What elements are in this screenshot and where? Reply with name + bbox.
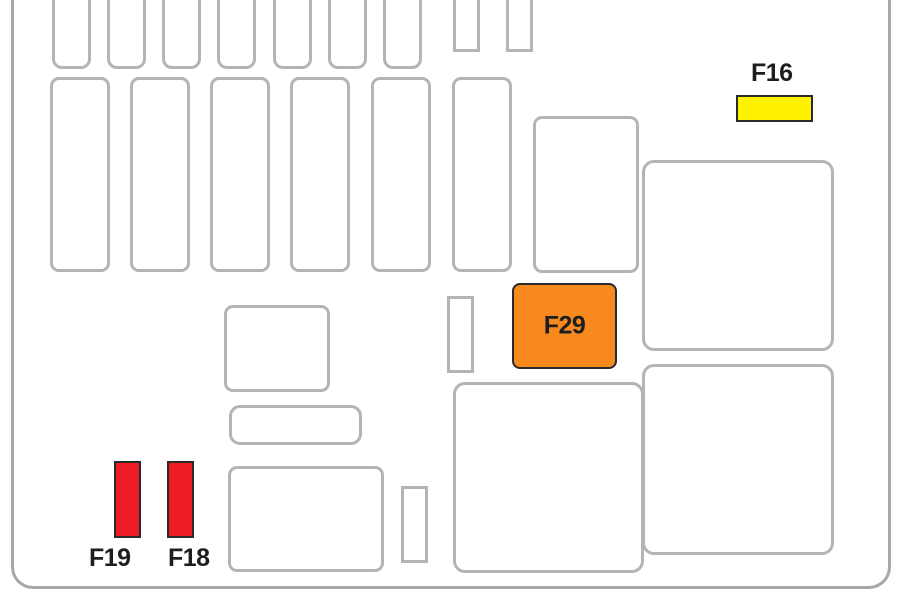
- fuse-f19[interactable]: [114, 461, 141, 538]
- fuse-slot: [383, 0, 422, 69]
- fuse-slot: [229, 405, 362, 445]
- relay-slot: [224, 305, 330, 392]
- relay-slot: [228, 466, 384, 572]
- fuse-slot: [401, 486, 428, 563]
- relay-block: [642, 364, 834, 555]
- fuse-f29-label: F29: [543, 311, 586, 340]
- relay-block: [453, 382, 644, 573]
- fuse-slot: [52, 0, 91, 69]
- fuse-f29[interactable]: F29: [512, 283, 617, 369]
- fuse-f19-label: F19: [89, 544, 131, 572]
- relay-slot: [533, 116, 639, 273]
- fuse-f16[interactable]: [736, 95, 813, 122]
- fuse-slot: [506, 0, 533, 52]
- fuse-slot: [162, 0, 201, 69]
- fuse-slot: [328, 0, 367, 69]
- fuse-f16-label: F16: [751, 59, 793, 87]
- relay-slot: [290, 77, 350, 272]
- fuse-slot: [217, 0, 256, 69]
- relay-slot: [452, 77, 512, 272]
- relay-block: [642, 160, 834, 351]
- relay-slot: [130, 77, 190, 272]
- fuse-f18-label: F18: [168, 544, 210, 572]
- fuse-slot: [447, 296, 474, 373]
- relay-slot: [210, 77, 270, 272]
- fuse-slot: [273, 0, 312, 69]
- relay-slot: [50, 77, 110, 272]
- fuse-slot: [453, 0, 480, 52]
- fuse-slot: [107, 0, 146, 69]
- fuse-f18[interactable]: [167, 461, 194, 538]
- fuse-box-outline: [11, 0, 891, 589]
- relay-slot: [371, 77, 431, 272]
